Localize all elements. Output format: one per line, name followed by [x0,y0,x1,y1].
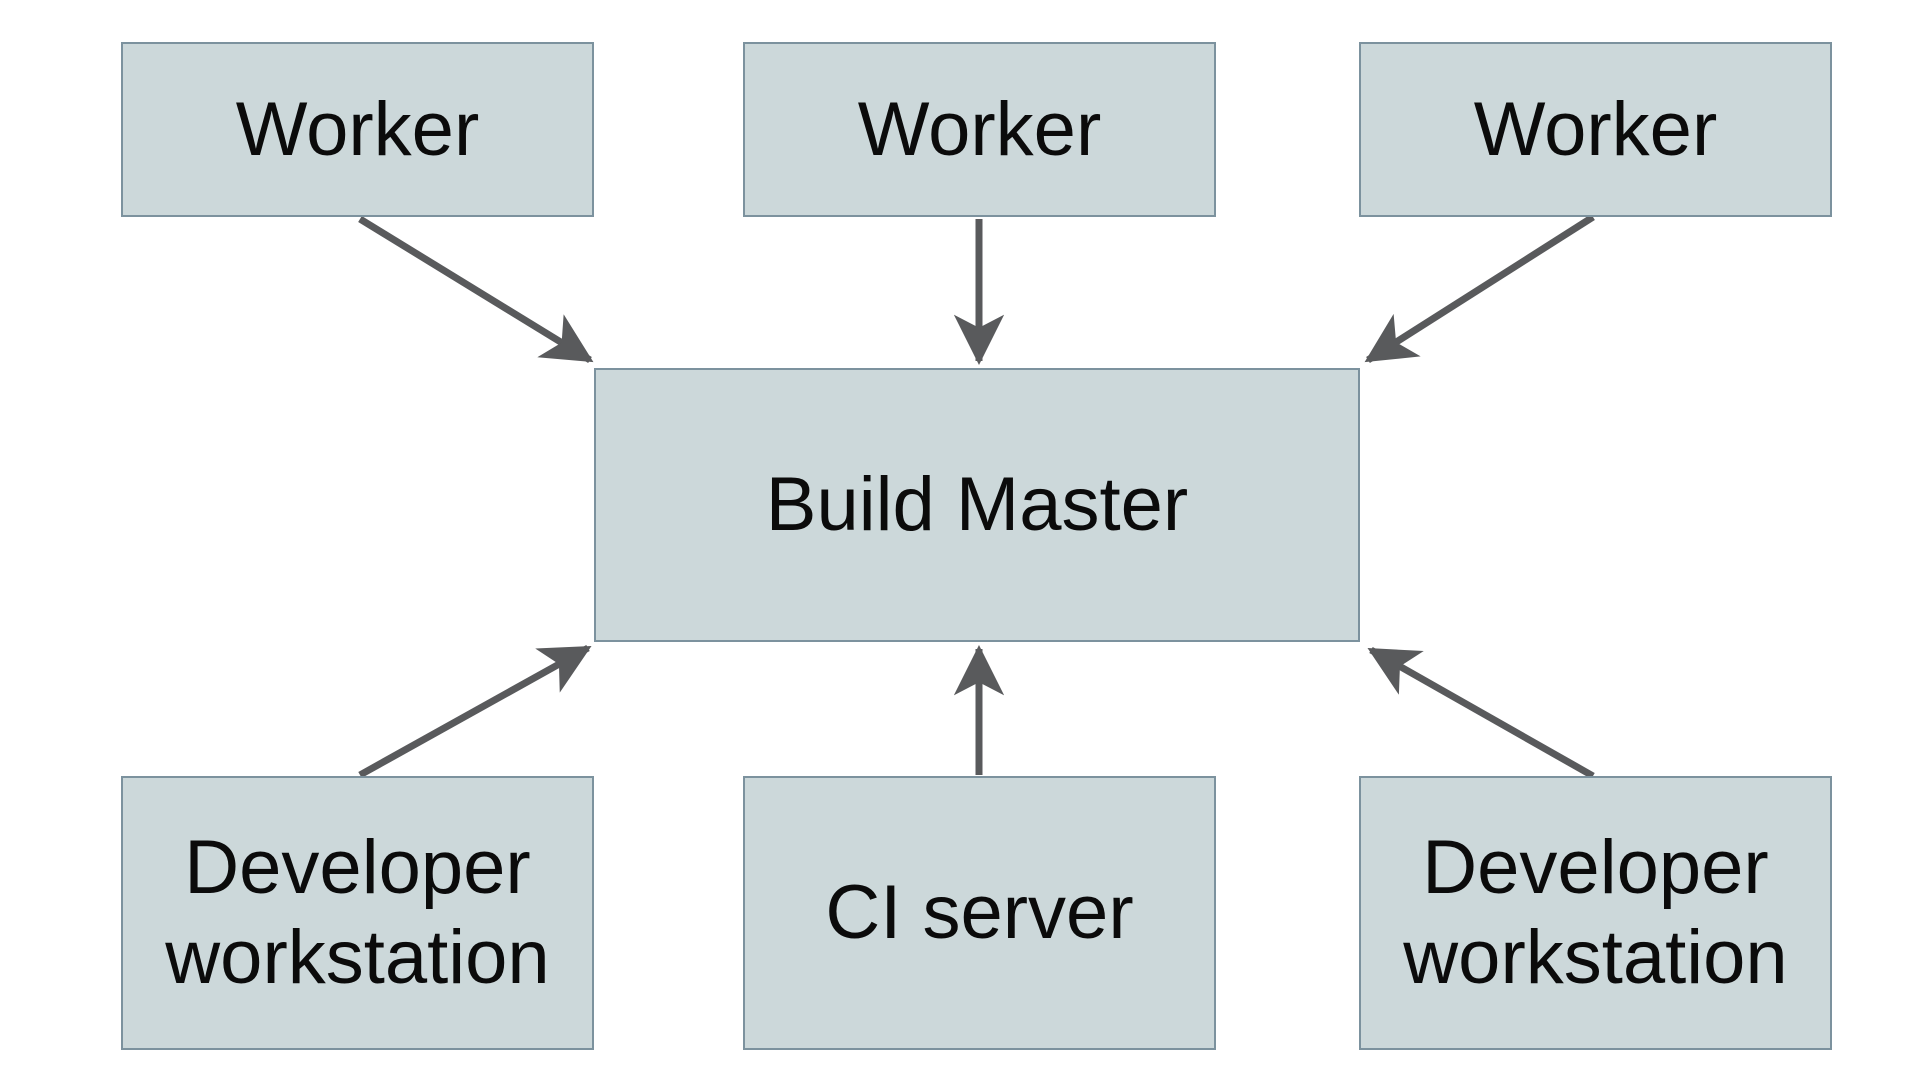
node-worker-3: Worker [1359,42,1832,217]
arrow-worker-1-to-build-master [358,216,594,363]
node-worker-1: Worker [121,42,594,217]
node-build-master: Build Master [594,368,1360,642]
node-developer-workstation-1-label: Developer workstation [165,825,550,1000]
arrow-worker-3-to-build-master [1364,214,1595,363]
node-worker-2: Worker [743,42,1216,217]
node-worker-1-label: Worker [235,86,480,172]
arrow-developer-workstation-2-to-build-master [1367,646,1595,780]
node-developer-workstation-1: Developer workstation [121,776,594,1050]
node-worker-3-label: Worker [1473,86,1718,172]
node-worker-2-label: Worker [857,86,1102,172]
arrow-developer-workstation-1-to-build-master [358,644,592,779]
node-developer-workstation-2-label: Developer workstation [1403,825,1788,1000]
node-developer-workstation-2: Developer workstation [1359,776,1832,1050]
node-ci-server-label: CI server [825,870,1134,956]
node-ci-server: CI server [743,776,1216,1050]
node-build-master-label: Build Master [765,462,1189,548]
